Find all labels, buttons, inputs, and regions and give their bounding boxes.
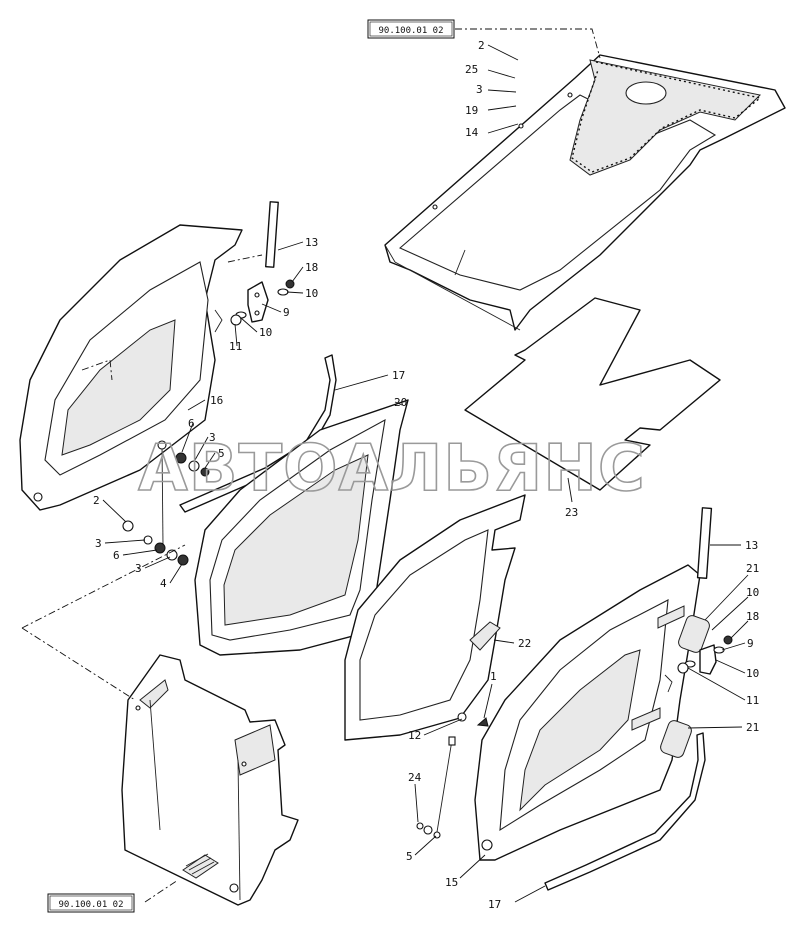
- reference-box-top: 90.100.01 02: [367, 19, 455, 39]
- gas-strut-left: [122, 440, 210, 566]
- seal-strip-upper: [179, 354, 337, 513]
- watermark-text: АВТОАЛЬЯНС: [138, 432, 646, 506]
- callout-22: 22: [518, 637, 531, 650]
- right-door-frame: [474, 564, 701, 861]
- reference-label-bottom: 90.100.01 02: [58, 900, 123, 910]
- left-door-glass: [194, 399, 409, 656]
- rear-panel: [121, 654, 299, 906]
- callout-13-left: 13: [305, 236, 318, 249]
- callout-10-left-a: 10: [305, 287, 318, 300]
- callout-2-left: 2: [93, 494, 100, 507]
- door-handles: [660, 615, 710, 758]
- weather-strip-left: [265, 201, 279, 268]
- callout-15: 15: [445, 876, 458, 889]
- callout-10-right-b: 10: [746, 667, 759, 680]
- callout-25: 25: [465, 63, 478, 76]
- callout-24: 24: [408, 771, 422, 784]
- callout-3-a: 3: [209, 431, 216, 444]
- callout-19: 19: [465, 104, 478, 117]
- callout-17-lower: 17: [488, 898, 501, 911]
- callout-3-left-a: 3: [95, 537, 102, 550]
- callout-5-a: 5: [218, 447, 225, 460]
- vent-grille: [185, 853, 215, 875]
- seal-strip-lower: [544, 732, 706, 891]
- gas-strut-right: [416, 712, 489, 839]
- callout-10-right-a: 10: [746, 586, 759, 599]
- callout-6-left: 6: [113, 549, 120, 562]
- hinge-bracket-left: [230, 279, 295, 326]
- roof-panel: [384, 54, 786, 331]
- callout-4-left: 4: [160, 577, 167, 590]
- callout-11-left: 11: [229, 340, 242, 353]
- callout-17-upper: 17: [392, 369, 405, 382]
- callout-3-top: 3: [476, 83, 483, 96]
- callout-6-a: 6: [188, 417, 195, 430]
- callout-2-top: 2: [478, 39, 485, 52]
- callout-18-right: 18: [746, 610, 759, 623]
- sealing-panel: [464, 297, 721, 491]
- callout-numbers: 2 25 3 19 14 13 18 10 9 10 11 16 17 20 6…: [93, 39, 759, 911]
- reference-label-top: 90.100.01 02: [378, 26, 443, 36]
- callout-12: 12: [408, 729, 421, 742]
- callout-18-left: 18: [305, 261, 318, 274]
- callout-23: 23: [565, 506, 578, 519]
- callout-14: 14: [465, 126, 479, 139]
- callout-1: 1: [490, 670, 497, 683]
- callout-9-right: 9: [747, 637, 754, 650]
- callout-10-left-b: 10: [259, 326, 272, 339]
- callout-21-a: 21: [746, 562, 759, 575]
- callout-11-right: 11: [746, 694, 759, 707]
- left-door-frame: [19, 224, 243, 511]
- callout-21-b: 21: [746, 721, 759, 734]
- callout-5-b: 5: [406, 850, 413, 863]
- callout-16: 16: [210, 394, 223, 407]
- weather-strip-right: [696, 507, 713, 579]
- callout-3-left-b: 3: [135, 562, 142, 575]
- callout-9-left: 9: [283, 306, 290, 319]
- reference-box-bottom: 90.100.01 02: [47, 893, 135, 913]
- callout-13-right: 13: [745, 539, 758, 552]
- callout-20: 20: [394, 396, 407, 409]
- leader-lines: [102, 44, 749, 903]
- right-door-glass: [344, 494, 526, 741]
